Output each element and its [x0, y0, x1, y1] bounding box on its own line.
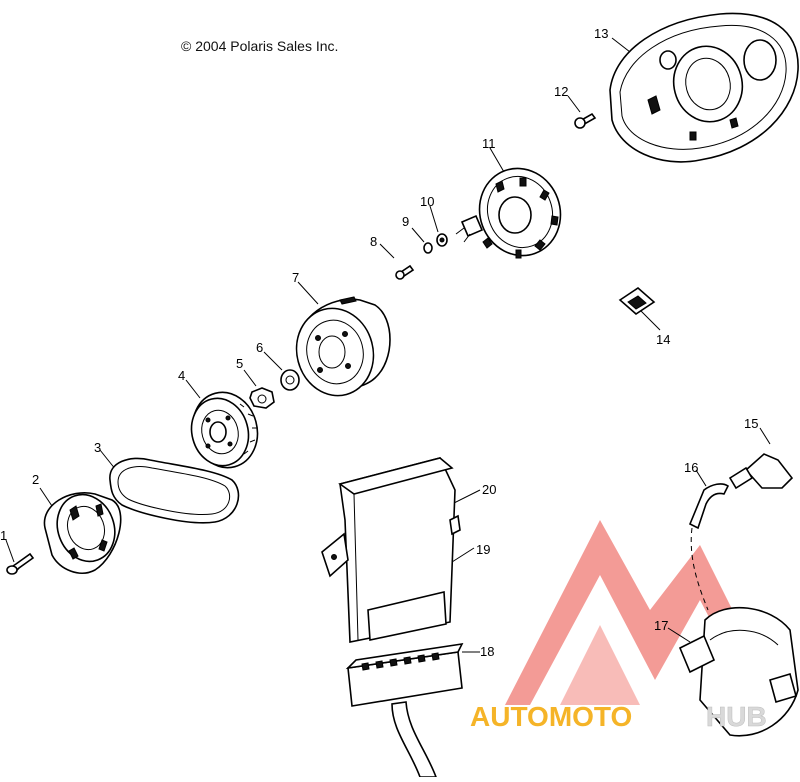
- watermark-text-left: AUTOMOTO: [470, 701, 632, 732]
- callout-18: 18: [480, 644, 494, 659]
- watermark-logo: [505, 520, 780, 705]
- copyright-notice: © 2004 Polaris Sales Inc.: [181, 38, 339, 54]
- part-20-cdi-box: [321, 457, 481, 643]
- part-7-flywheel: [295, 281, 391, 397]
- watermark-text-right: HUB: [706, 701, 767, 732]
- part-9-lock-washer: [411, 227, 433, 254]
- part-11-stator: [455, 147, 562, 259]
- part-1-bolt: [5, 539, 35, 575]
- part-3-drive-belt: [99, 449, 240, 524]
- part-12-bolt: [567, 95, 597, 129]
- callout-10: 10: [420, 194, 434, 209]
- callout-14: 14: [656, 332, 670, 347]
- part-4-pulley: [185, 379, 259, 469]
- watermark-inner-triangle-icon: [560, 625, 640, 705]
- part-17-ignition-coil: [667, 606, 799, 737]
- part-14-clip: [618, 286, 661, 331]
- callout-labels: 1 2 3 4 5 6 7 8 9 10 11 12 13 14 15 16 1…: [0, 26, 758, 659]
- callout-7: 7: [292, 270, 299, 285]
- watermark-triangle-icon: [505, 520, 780, 705]
- callout-12: 12: [554, 84, 568, 99]
- callout-11: 11: [482, 136, 496, 151]
- callout-19: 19: [476, 542, 490, 557]
- callout-17: 17: [654, 618, 668, 633]
- part-5-nut: [243, 369, 275, 409]
- part-15-spark-plug-cap: [728, 427, 794, 490]
- part-6-washer: [263, 351, 300, 391]
- callout-20: 20: [482, 482, 496, 497]
- part-16-ignition-wire: [688, 469, 730, 611]
- callout-9: 9: [402, 214, 409, 229]
- callout-6: 6: [256, 340, 263, 355]
- callout-8: 8: [370, 234, 377, 249]
- callout-13: 13: [594, 26, 608, 41]
- part-10-washer: [429, 205, 448, 247]
- callout-4: 4: [178, 368, 185, 383]
- callout-2: 2: [32, 472, 39, 487]
- callout-5: 5: [236, 356, 243, 371]
- callout-3: 3: [94, 440, 101, 455]
- callout-16: 16: [684, 460, 698, 475]
- part-13-magneto-cover: [609, 12, 799, 163]
- part-18-connector: [345, 642, 480, 778]
- callout-15: 15: [744, 416, 758, 431]
- callout-1: 1: [0, 528, 7, 543]
- part-8-screw: [379, 243, 415, 280]
- watermark-text: AUTOMOTO HUB: [470, 701, 767, 733]
- part-2-drive-cup: [39, 487, 122, 574]
